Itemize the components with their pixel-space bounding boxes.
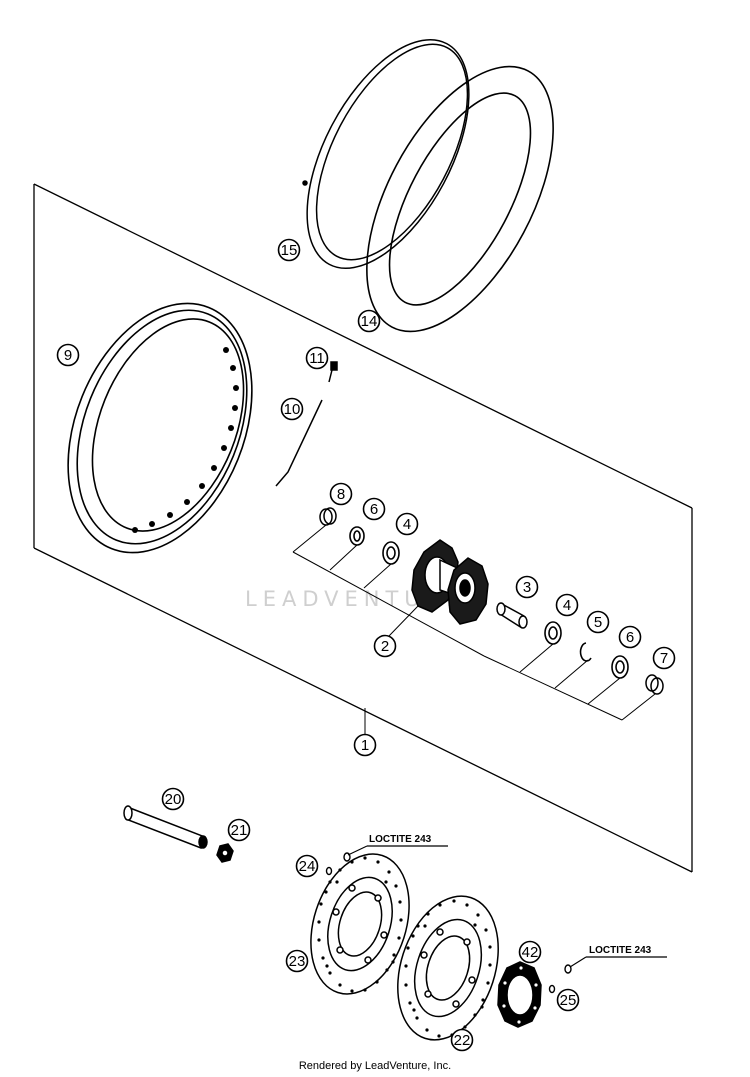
- callout-8[interactable]: 8: [329, 482, 353, 506]
- callout-7[interactable]: 7: [652, 646, 676, 670]
- callout-5[interactable]: 5: [586, 610, 610, 634]
- axle: [123, 805, 208, 849]
- callout-3[interactable]: 3: [515, 575, 539, 599]
- svg-text:25: 25: [560, 992, 577, 1009]
- svg-text:6: 6: [626, 629, 634, 646]
- svg-text:6: 6: [370, 501, 378, 518]
- svg-text:23: 23: [289, 953, 306, 970]
- loctite-note-right: LOCTITE 243: [569, 945, 667, 968]
- callout-10[interactable]: 10: [280, 397, 304, 421]
- svg-text:4: 4: [563, 597, 571, 614]
- seal-left: [349, 526, 365, 546]
- svg-text:42: 42: [522, 944, 539, 961]
- bearing-left: [382, 541, 400, 565]
- callout-15[interactable]: 15: [277, 238, 301, 262]
- rim: [67, 302, 253, 554]
- rim-tape: [302, 38, 470, 270]
- disc-screw-left: [325, 852, 351, 876]
- callout-22[interactable]: 22: [450, 1028, 474, 1052]
- callout-21[interactable]: 21: [227, 818, 251, 842]
- svg-text:11: 11: [309, 350, 325, 367]
- callout-24[interactable]: 24: [295, 854, 319, 878]
- loctite-note-left: LOCTITE 243: [347, 834, 448, 856]
- callout-1[interactable]: 1: [353, 733, 377, 757]
- callout-6-right[interactable]: 6: [618, 625, 642, 649]
- callout-20[interactable]: 20: [161, 787, 185, 811]
- callout-23[interactable]: 23: [285, 949, 309, 973]
- svg-text:8: 8: [337, 486, 345, 503]
- svg-text:15: 15: [281, 242, 298, 259]
- svg-text:10: 10: [284, 401, 301, 418]
- bearing-right: [544, 621, 562, 645]
- svg-text:LOCTITE 243: LOCTITE 243: [369, 834, 432, 845]
- svg-text:7: 7: [660, 650, 668, 667]
- disc-adapter: [497, 961, 542, 1028]
- spoke: [275, 399, 323, 487]
- tire: [366, 65, 554, 333]
- sprocket-screw: [548, 964, 572, 994]
- callout-9[interactable]: 9: [56, 343, 80, 367]
- callout-6-left[interactable]: 6: [362, 497, 386, 521]
- wheel-hub: [411, 539, 489, 625]
- assembly-frame: [33, 183, 693, 873]
- svg-text:4: 4: [403, 516, 411, 533]
- svg-text:9: 9: [64, 347, 72, 364]
- svg-text:3: 3: [523, 579, 531, 596]
- spacer-left: [319, 507, 337, 526]
- callout-42[interactable]: 42: [518, 940, 542, 964]
- callout-leaders: [364, 605, 419, 734]
- brake-disc-right: [397, 895, 499, 1041]
- brake-disc-left: [310, 853, 410, 995]
- hub-leader-lines-right: [483, 643, 656, 721]
- svg-text:21: 21: [231, 822, 248, 839]
- svg-text:2: 2: [381, 638, 389, 655]
- svg-text:14: 14: [361, 313, 378, 330]
- callout-25[interactable]: 25: [556, 988, 580, 1012]
- spacer-sleeve: [496, 602, 528, 629]
- callout-2[interactable]: 2: [373, 634, 397, 658]
- callout-4-right[interactable]: 4: [555, 593, 579, 617]
- callout-11[interactable]: 11: [305, 346, 329, 370]
- callout-4-left[interactable]: 4: [395, 512, 419, 536]
- svg-text:5: 5: [594, 614, 602, 631]
- circlip: [579, 642, 592, 662]
- svg-text:20: 20: [165, 791, 182, 808]
- axle-nut: [216, 843, 234, 863]
- hub-leader-lines: [292, 524, 485, 657]
- svg-text:1: 1: [361, 737, 369, 754]
- footer-credit: Rendered by LeadVenture, Inc.: [299, 1060, 451, 1072]
- svg-text:24: 24: [299, 858, 316, 875]
- spoke-nipple: [328, 361, 338, 383]
- callout-14[interactable]: 14: [357, 309, 381, 333]
- seal-right: [611, 655, 629, 679]
- svg-text:LOCTITE 243: LOCTITE 243: [589, 945, 652, 956]
- spacer-right: [645, 674, 664, 695]
- svg-text:22: 22: [454, 1032, 471, 1049]
